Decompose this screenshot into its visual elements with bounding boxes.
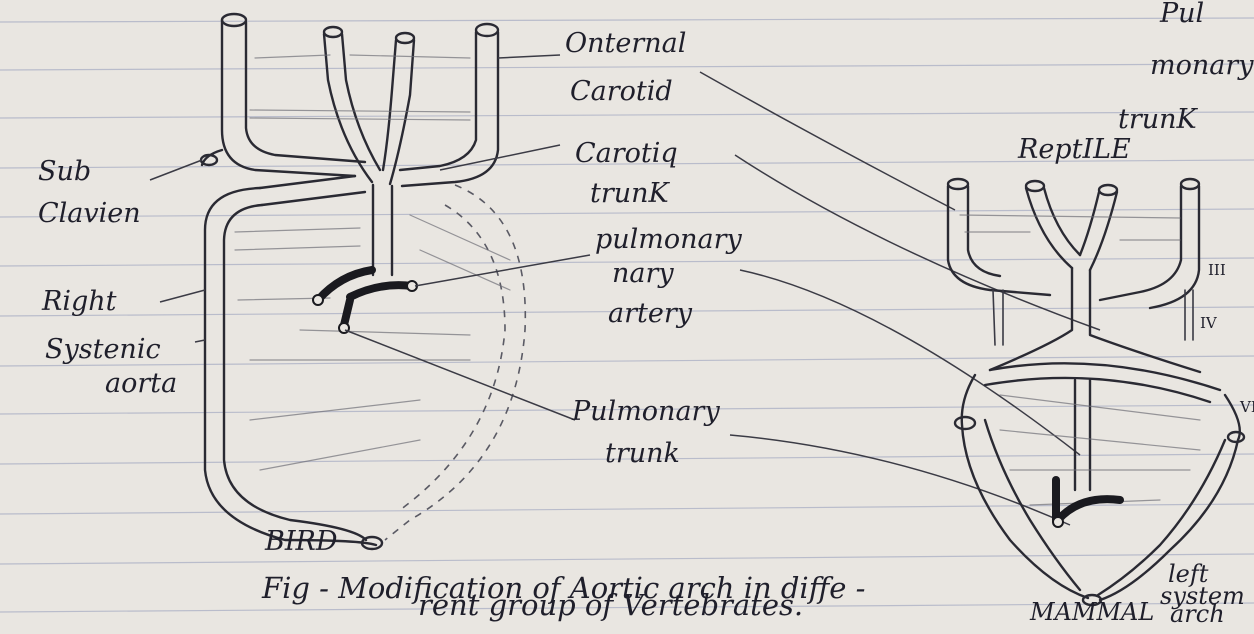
arch-numerals: III IV VI (1200, 261, 1254, 416)
svg-text:Right: Right (41, 286, 117, 317)
svg-text:Pul: Pul (1159, 0, 1204, 29)
svg-text:monary: monary (1150, 50, 1254, 81)
svg-text:trunk: trunk (605, 438, 680, 469)
svg-text:Clavien: Clavien (38, 198, 141, 229)
bird-aortic-arch-drawing (201, 14, 525, 549)
svg-text:trunK: trunK (590, 178, 671, 209)
reptile-label: ReptILE (1017, 134, 1131, 165)
svg-text:aorta: aorta (105, 368, 177, 399)
left-systemic-arch-label: left system arch (1160, 560, 1245, 628)
svg-text:Onternal: Onternal (565, 28, 686, 59)
svg-text:nary: nary (612, 258, 674, 289)
svg-text:arch: arch (1170, 600, 1225, 628)
svg-text:Carotiq: Carotiq (575, 138, 678, 169)
bird-label: BIRD (264, 526, 338, 557)
top-right-partial-label: Pul monary trunK (1118, 0, 1254, 135)
svg-text:IV: IV (1200, 314, 1218, 332)
svg-text:pulmonary: pulmonary (595, 224, 743, 255)
svg-text:rent group of Vertebrates.: rent group of Vertebrates. (418, 588, 803, 622)
figure-caption: Fig - Modification of Aortic arch in dif… (261, 571, 865, 622)
svg-text:trunK: trunK (1118, 104, 1199, 135)
svg-text:artery: artery (608, 298, 693, 329)
mammal-label: MAMMAL (1029, 598, 1154, 626)
svg-text:III: III (1208, 261, 1226, 279)
svg-text:Systenic: Systenic (45, 334, 161, 365)
svg-text:Pulmonary: Pulmonary (571, 396, 720, 427)
svg-text:Carotid: Carotid (570, 76, 673, 107)
carotid-trunk-label: Carotiq trunK (575, 138, 678, 209)
svg-text:Sub: Sub (38, 156, 91, 187)
svg-text:VI: VI (1239, 398, 1254, 416)
right-systemic-aorta-label: Right Systenic aorta (41, 286, 177, 399)
pulmonary-artery-label: pulmonary nary artery (595, 224, 743, 329)
